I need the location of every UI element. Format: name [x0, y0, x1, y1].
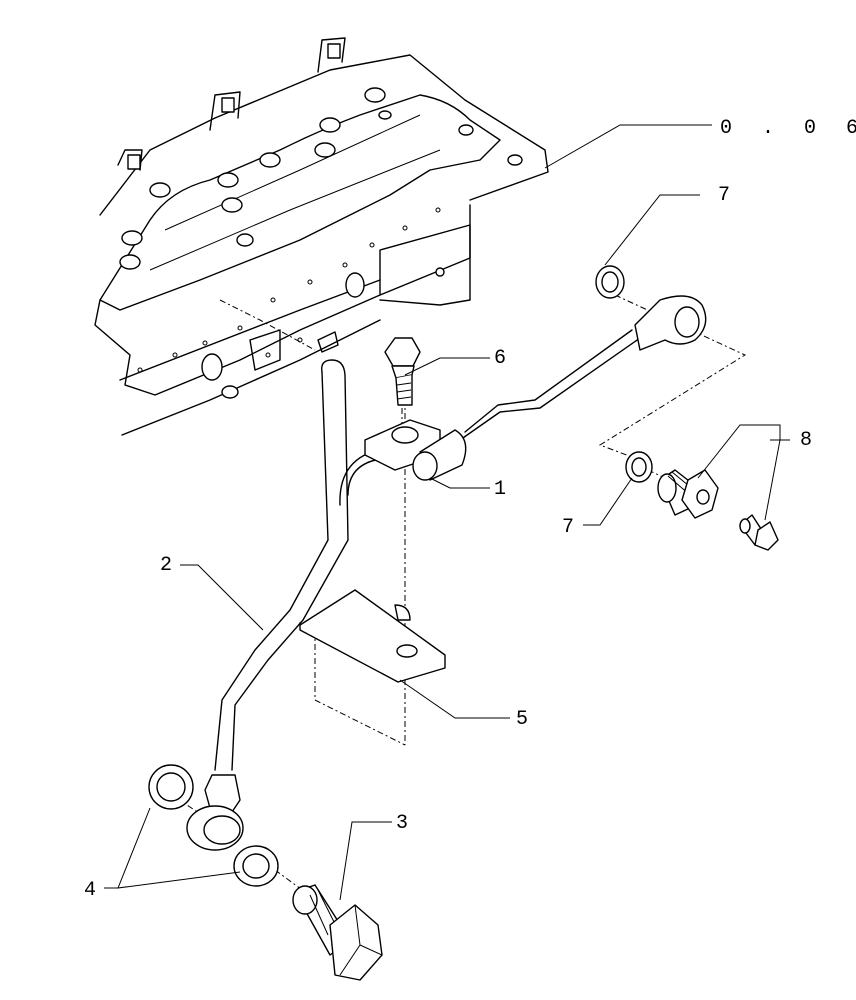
assembly-lines — [175, 284, 747, 893]
bolt-3 — [292, 884, 383, 981]
callout-2: 2 — [160, 554, 172, 577]
plate-5 — [299, 589, 446, 683]
valve-seats — [119, 87, 523, 270]
leader-lines — [104, 124, 790, 901]
banjo-lower — [186, 774, 244, 851]
callout-3: 3 — [396, 812, 408, 835]
callout-4: 4 — [84, 879, 96, 902]
callout-8: 8 — [800, 429, 812, 452]
engine-block — [94, 37, 549, 436]
clamp-bracket — [364, 419, 467, 481]
pipe-lower — [214, 359, 349, 771]
pipe-upper — [339, 295, 707, 506]
callout-5: 5 — [516, 708, 528, 731]
bleed-screw-8 — [739, 514, 779, 551]
bolt-6 — [384, 337, 421, 406]
washer-4-lower — [233, 845, 279, 887]
washer-7-lower — [625, 451, 653, 483]
washer-4-upper — [148, 764, 194, 810]
flange-holes — [137, 207, 441, 373]
union-8 — [657, 469, 719, 519]
callout-7-top: 7 — [718, 184, 730, 207]
callout-1: 1 — [494, 478, 506, 501]
callout-ref-section: 0 . 0 6 0 — [720, 117, 856, 140]
callout-6: 6 — [494, 347, 506, 370]
callout-7-bottom: 7 — [562, 516, 574, 539]
washer-7-upper — [595, 265, 625, 299]
